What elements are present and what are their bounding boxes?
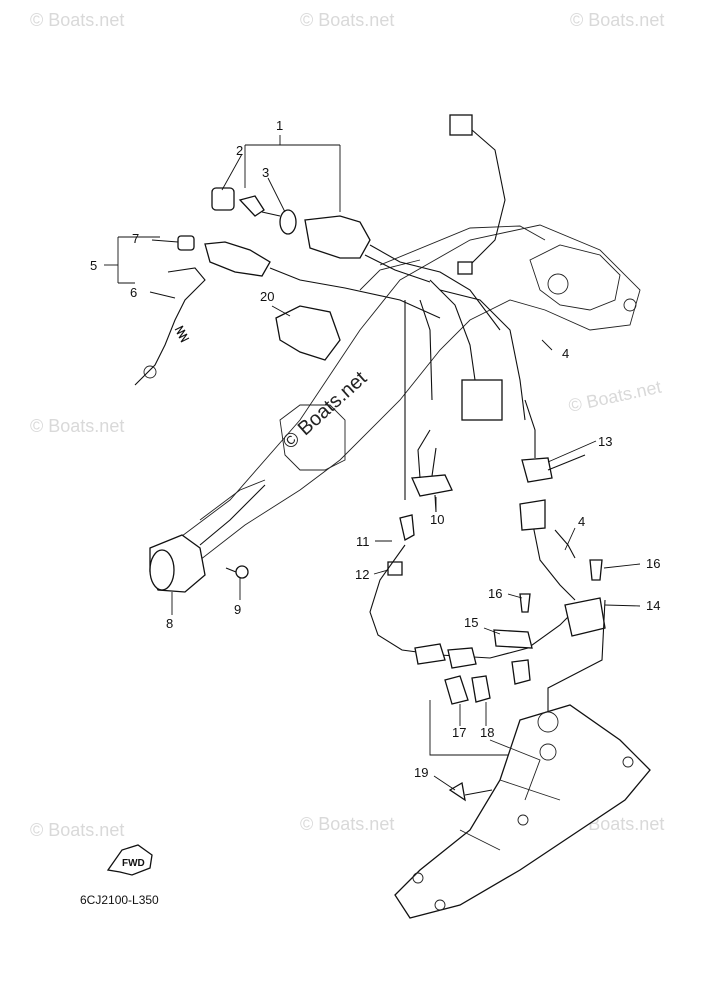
callout-5-bracket xyxy=(104,236,160,284)
lower-harness xyxy=(369,499,641,760)
callout-label: 14 xyxy=(646,598,660,613)
callout-label: 3 xyxy=(262,165,269,180)
connector-part-13 xyxy=(521,399,586,483)
watermark-mid-right: © Boats.net xyxy=(567,377,663,416)
grommet-part-18 xyxy=(471,675,491,703)
callout-label: 8 xyxy=(166,616,173,631)
grommet-part-17 xyxy=(444,675,469,705)
diagram-code: 6CJ2100-L350 xyxy=(80,893,159,907)
fwd-label: FWD xyxy=(122,858,145,869)
watermark-mid-left: © Boats.net xyxy=(30,416,124,436)
stop-switch-body xyxy=(204,241,271,277)
wire-harness xyxy=(404,114,526,500)
callout-labels: 1 2 3 4 4 5 6 7 8 9 10 11 12 13 14 15 16… xyxy=(90,118,660,780)
washer-part xyxy=(279,209,297,235)
watermark-group: © Boats.net © Boats.net © Boats.net © Bo… xyxy=(30,10,664,840)
watermark-bottom-center: © Boats.net xyxy=(300,814,394,834)
callout-label: 4 xyxy=(578,514,585,529)
stop-cap xyxy=(177,235,195,251)
switch-body xyxy=(304,215,371,259)
watermark-bottom-left: © Boats.net xyxy=(30,820,124,840)
callout-label: 16 xyxy=(488,586,502,601)
callout-label: 1 xyxy=(276,118,283,133)
fwd-arrow-icon: FWD xyxy=(106,844,153,876)
screw-part-16-left xyxy=(519,593,531,613)
connector-top xyxy=(449,114,473,136)
callout-label: 4 xyxy=(562,346,569,361)
callout-label: 11 xyxy=(356,534,370,549)
tiller-handle xyxy=(169,224,641,561)
lower-bracket xyxy=(394,704,651,919)
callout-label: 5 xyxy=(90,258,97,273)
main-switch-assembly xyxy=(211,187,501,331)
stop-switch-assembly xyxy=(134,235,441,386)
label-part-19 xyxy=(448,781,466,802)
callout-label: 18 xyxy=(480,725,494,740)
callout-label: 6 xyxy=(130,285,137,300)
cover-part-20 xyxy=(275,305,341,361)
cap-part xyxy=(211,187,235,211)
callout-17-18-bracket xyxy=(429,700,512,756)
unit-part-14 xyxy=(564,597,606,637)
plate-part-15 xyxy=(493,629,533,649)
callout-label: 20 xyxy=(260,289,274,304)
callout-label: 13 xyxy=(598,434,612,449)
callout-label: 17 xyxy=(452,725,466,740)
watermark-top-right: © Boats.net xyxy=(570,10,664,30)
callout-label: 7 xyxy=(132,231,139,246)
watermark-top-left: © Boats.net xyxy=(30,10,124,30)
bracket-part-11 xyxy=(375,514,415,542)
callout-label: 19 xyxy=(414,765,428,780)
callout-label: 16 xyxy=(646,556,660,571)
watermark-top-center: © Boats.net xyxy=(300,10,394,30)
callout-label: 2 xyxy=(236,143,243,158)
callout-leaders xyxy=(149,153,597,512)
callout-label: 12 xyxy=(355,567,369,582)
terminal-cluster xyxy=(461,379,503,421)
sensor-part-10 xyxy=(411,429,453,513)
callout-1-bracket xyxy=(244,135,341,212)
key-part xyxy=(238,195,265,217)
callout-label: 9 xyxy=(234,602,241,617)
screw-part-9 xyxy=(225,565,249,600)
callout-label: 15 xyxy=(464,615,478,630)
connector-part-13b xyxy=(519,499,546,531)
switch-part-8 xyxy=(149,484,266,615)
screw-part-12 xyxy=(373,561,403,576)
callout-label: 10 xyxy=(430,512,444,527)
screw-part-16-right xyxy=(589,559,603,581)
